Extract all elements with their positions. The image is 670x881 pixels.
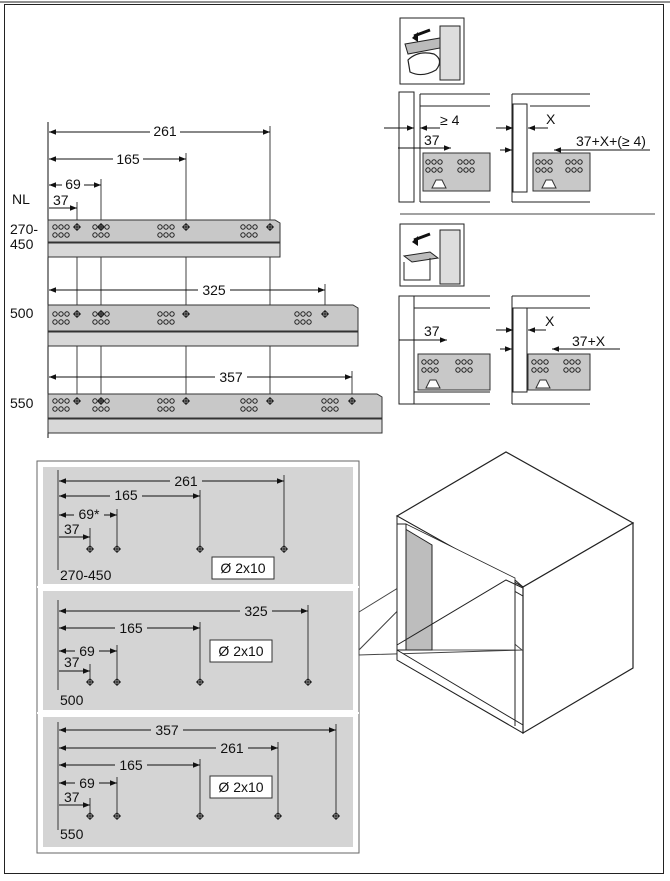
dim-261: 261 — [153, 123, 177, 139]
rail-550 — [47, 393, 383, 434]
p1-dim-37: 37 — [64, 521, 80, 537]
rail-270-450 — [47, 219, 281, 258]
p1-dim-165: 165 — [114, 487, 138, 503]
slide-in-icon — [399, 223, 465, 287]
p2-hole-spec: Ø 2x10 — [218, 643, 263, 659]
rail-500 — [47, 304, 359, 347]
x-label-bottom: X — [545, 313, 555, 329]
x-label-top: X — [546, 111, 556, 127]
p3-dim-165: 165 — [119, 757, 143, 773]
p1-dim-261: 261 — [174, 473, 198, 489]
side-detail-top: ≥ 4 37 X 37+X+(≥ 4) — [384, 17, 650, 203]
dim-69: 69 — [65, 176, 81, 192]
rail-nl-550: 550 — [10, 395, 34, 411]
p2-dim-37: 37 — [64, 654, 80, 670]
p2-dim-165: 165 — [119, 620, 143, 636]
drill-panel-500: 325 165 69 37 Ø 2x10 500 — [57, 600, 313, 708]
nl-header: NL — [12, 191, 30, 207]
dim-37: 37 — [53, 192, 69, 208]
p3-dim-69: 69 — [79, 775, 95, 791]
p3-dim-37: 37 — [64, 789, 80, 805]
dim-357: 357 — [219, 369, 243, 385]
drill-panel-550: 357 261 165 69 37 Ø 2x10 550 — [57, 722, 341, 842]
formula-top: 37+X+(≥ 4) — [576, 133, 646, 149]
side-detail-bottom: 37 X 37+X — [398, 223, 620, 405]
p3-hole-spec: Ø 2x10 — [218, 779, 263, 795]
hand-press-icon — [399, 17, 465, 85]
page-border — [4, 4, 664, 874]
rail-nl-500: 500 — [10, 305, 34, 321]
offset-37-top: 37 — [424, 132, 440, 148]
rail-nl-450: 450 — [10, 236, 34, 252]
offset-37-bottom: 37 — [424, 323, 440, 339]
p3-dim-357: 357 — [155, 722, 179, 738]
p1-dim-69: 69* — [78, 506, 100, 522]
rail-dimension-diagram: 261 165 69 NL 37 270- 450 — [10, 122, 383, 438]
gap-min-label: ≥ 4 — [440, 112, 460, 128]
dim-325: 325 — [202, 282, 226, 298]
p2-dim-325: 325 — [244, 603, 268, 619]
p2-label: 500 — [60, 692, 84, 708]
p1-hole-spec: Ø 2x10 — [220, 560, 265, 576]
dim-165: 165 — [116, 151, 140, 167]
p3-dim-261: 261 — [220, 740, 244, 756]
formula-bottom: 37+X — [572, 333, 606, 349]
p3-label: 550 — [60, 826, 84, 842]
drill-panel-270-450: 261 165 69* 37 Ø 2x10 270-450 — [57, 470, 289, 583]
rail-nl-270: 270- — [10, 221, 38, 237]
cabinet-illustration — [358, 451, 635, 735]
p1-label: 270-450 — [60, 567, 112, 583]
p2-dim-69: 69 — [79, 643, 95, 659]
